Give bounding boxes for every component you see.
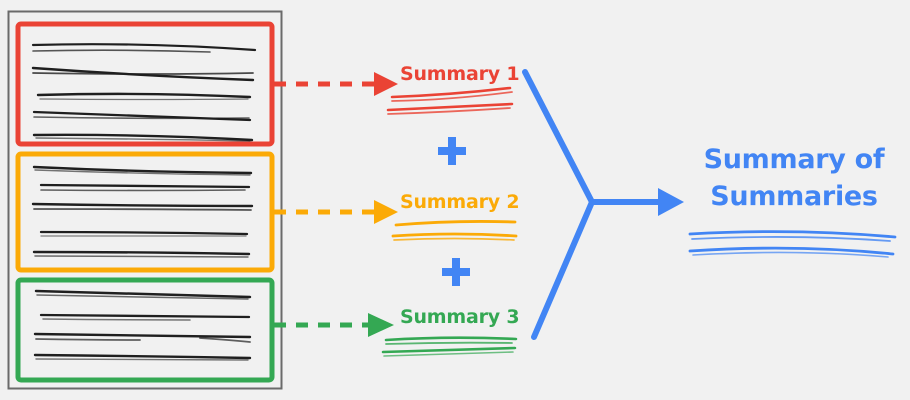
- reduce-arrow-head: [658, 188, 684, 216]
- arrow-summary-1-head: [374, 72, 398, 96]
- arrow-summary-3-head: [368, 313, 394, 337]
- document-card-3-text-lines: [33, 289, 252, 361]
- reduce-branch-top: [522, 69, 595, 205]
- arrow-summary-1: [274, 72, 398, 96]
- document-card-2-border: [15, 151, 275, 273]
- summary-2-squiggle: [391, 220, 518, 241]
- summary-3-label: Summary 3: [400, 306, 519, 328]
- arrow-summary-3: [274, 313, 394, 337]
- summary-2-label: Summary 2: [400, 191, 519, 213]
- summary-1-label: Summary 1: [400, 63, 519, 85]
- document-card-1-text-lines: [31, 43, 257, 142]
- reduce-connector: [522, 69, 665, 340]
- document-card-2[interactable]: [15, 151, 275, 273]
- final-output-squiggle: [688, 230, 897, 258]
- summary-3-squiggle: [381, 336, 518, 357]
- document-card-3[interactable]: [15, 277, 275, 383]
- document-card-3-border: [15, 277, 275, 383]
- plus-icon-2: [442, 258, 470, 286]
- document-card-1[interactable]: [15, 21, 275, 147]
- document-card-2-text-lines: [31, 165, 254, 258]
- plus-icon-1: [438, 137, 466, 165]
- arrow-summary-2: [274, 200, 398, 224]
- final-output-line-1: Summary of: [704, 144, 885, 175]
- reduce-branch-bottom: [531, 199, 595, 340]
- summary-1-squiggle: [386, 86, 514, 115]
- final-output-line-2: Summaries: [710, 181, 877, 212]
- arrow-summary-2-head: [374, 200, 398, 224]
- documents-panel-border: [7, 10, 283, 390]
- document-card-1-border: [15, 21, 275, 147]
